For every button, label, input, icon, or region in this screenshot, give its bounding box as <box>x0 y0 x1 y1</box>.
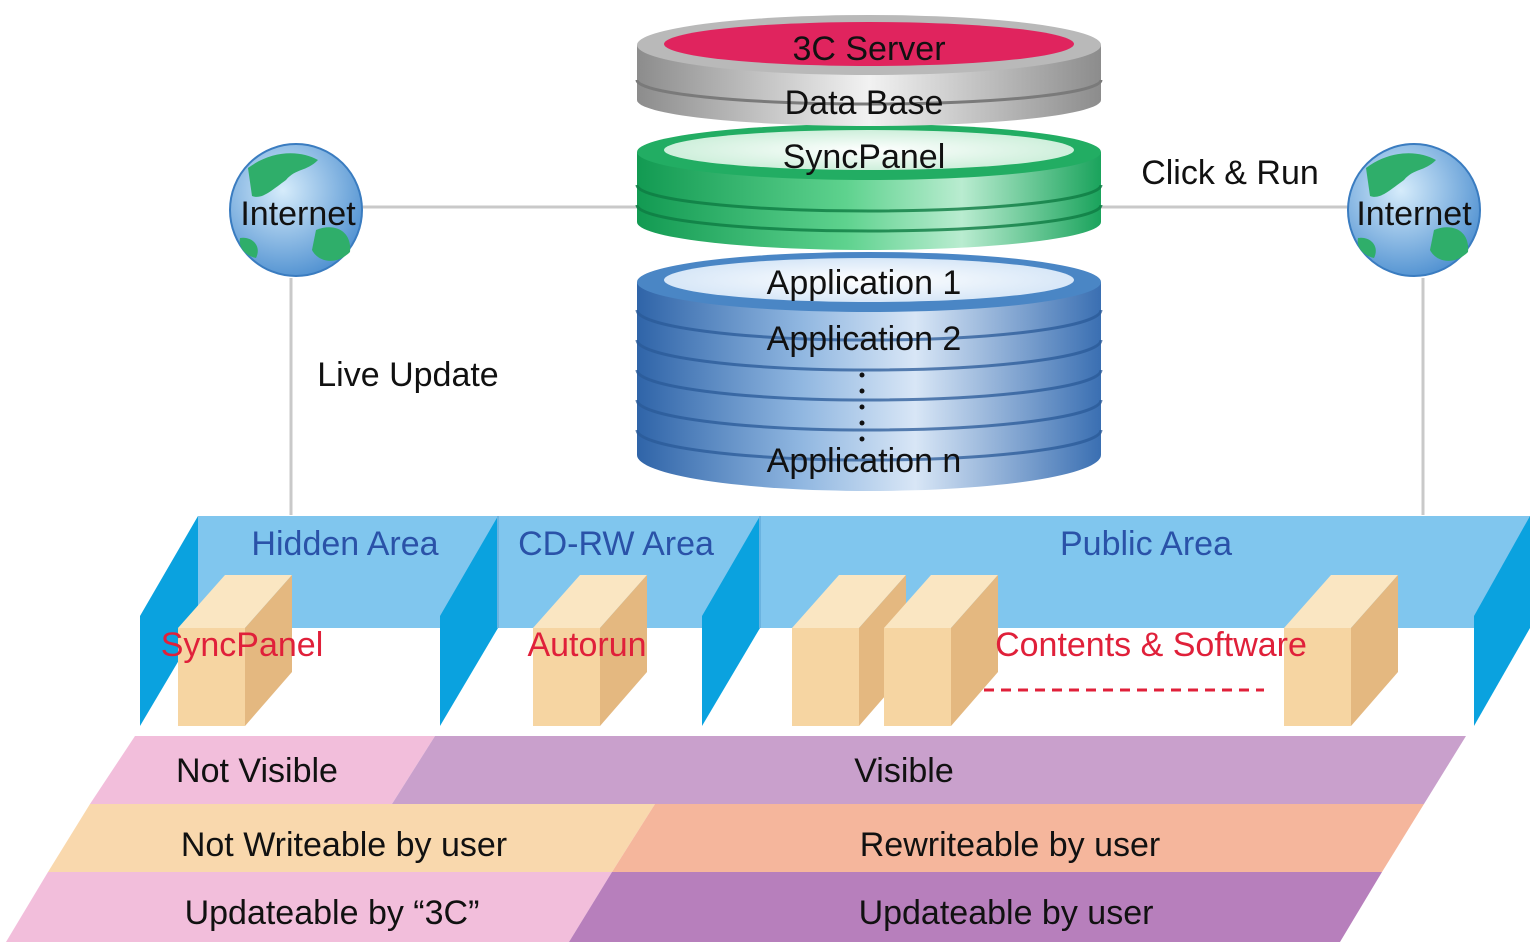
globe-icon-left: Internet <box>229 143 363 277</box>
hidden-area-label: Hidden Area <box>251 525 438 563</box>
band-rewriteable <box>612 804 1424 872</box>
area-edge-public <box>702 516 760 726</box>
visible-label: Visible <box>854 752 954 790</box>
application-2-label: Application 2 <box>767 320 962 358</box>
area-edge-right <box>1474 516 1530 726</box>
syncpanel-layer-label: SyncPanel <box>783 138 946 176</box>
database-label: Data Base <box>785 84 944 122</box>
live-update-label: Live Update <box>317 356 498 394</box>
application-stack: Application 1 Application 2 Application … <box>635 252 1103 491</box>
application-n-label: Application n <box>767 442 962 480</box>
internet-left-label: Internet <box>240 195 356 233</box>
cdrw-area-label: CD-RW Area <box>518 525 714 563</box>
not-visible-label: Not Visible <box>176 752 338 790</box>
disc-areas: Hidden Area CD-RW Area Public Area <box>140 516 1530 726</box>
updateable-3c-label: Updateable by “3C” <box>185 894 480 932</box>
band-not-visible <box>90 736 435 804</box>
block-contents-3 <box>1284 575 1398 726</box>
syncpanel-disk: SyncPanel <box>635 124 1103 250</box>
syncpanel-content-label: SyncPanel <box>161 626 324 664</box>
click-run-label: Click & Run <box>1141 154 1319 192</box>
block-syncpanel <box>178 575 292 726</box>
property-bands <box>6 736 1466 942</box>
block-contents-2 <box>884 575 998 726</box>
area-edge-cdrw <box>440 516 498 726</box>
area-edge-hidden <box>140 516 198 726</box>
rewriteable-label: Rewriteable by user <box>860 826 1160 864</box>
globe-icon-right: Internet <box>1347 143 1481 277</box>
application-1-label: Application 1 <box>767 264 962 302</box>
band-updateable-user <box>569 872 1382 942</box>
public-area-label: Public Area <box>1060 525 1232 563</box>
server-title: 3C Server <box>792 30 945 68</box>
autorun-content-label: Autorun <box>527 626 646 664</box>
band-visible <box>392 736 1466 804</box>
band-updateable-3c <box>6 872 612 942</box>
internet-right-label: Internet <box>1356 195 1472 233</box>
contents-software-label: Contents & Software <box>995 626 1307 664</box>
block-autorun <box>533 575 647 726</box>
data-blocks <box>178 575 1398 726</box>
ellipsis-dots <box>859 372 865 442</box>
band-not-writeable <box>48 804 655 872</box>
server-disk: 3C Server Data Base <box>635 15 1103 126</box>
connector-lines <box>289 205 1425 515</box>
block-contents-1 <box>792 575 906 726</box>
not-writeable-label: Not Writeable by user <box>181 826 507 864</box>
updateable-user-label: Updateable by user <box>859 894 1154 932</box>
